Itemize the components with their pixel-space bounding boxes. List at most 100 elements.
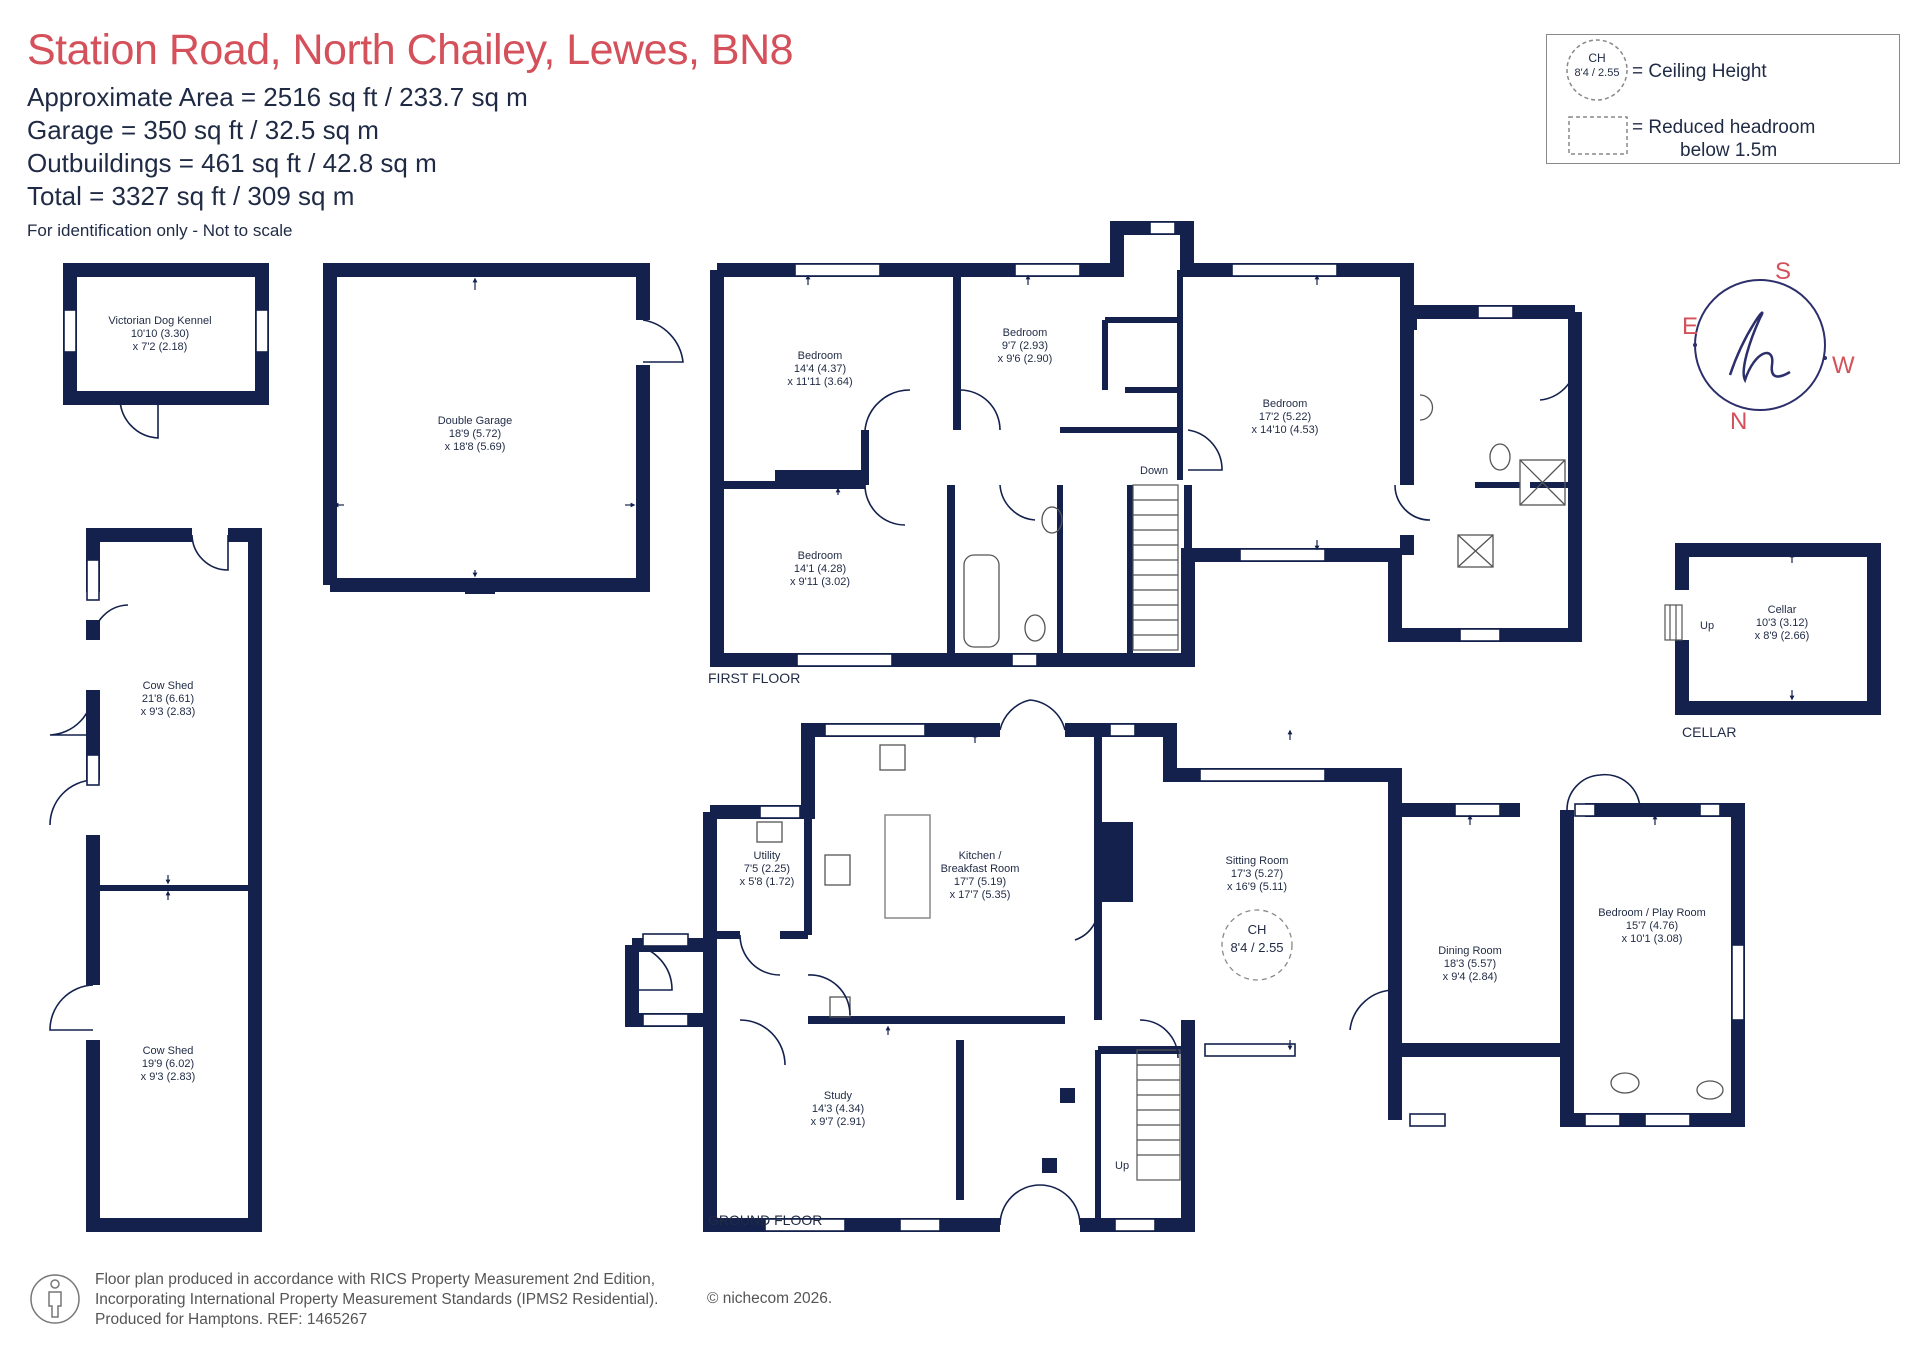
room-dim1: 9'7 (2.93) [1001,340,1049,352]
ceiling-height-bottom: 8'4 / 2.55 [1230,940,1284,955]
footer-line-1: Floor plan produced in accordance with R… [95,1271,656,1288]
room-name: Bedroom [1262,398,1308,410]
legend-ceiling-label: = Ceiling Height [1632,61,1767,82]
room-dim2: x 14'10 (4.53) [1251,424,1319,436]
room-dim2: x 9'6 (2.90) [997,353,1053,365]
stairs [1132,484,1683,1181]
stairs-down-label: Down [1140,465,1169,477]
room-dim1: 10'10 (3.30) [130,328,190,340]
room-dim1: 17'7 (5.19) [953,876,1007,888]
room-dim1: 10'3 (3.12) [1755,617,1809,629]
room-name: Utility [753,850,781,862]
room-name: Cow Shed [142,680,194,692]
page-title: Station Road, North Chailey, Lewes, BN8 [27,26,794,74]
room-dim2: x 10'1 (3.08) [1621,933,1683,945]
room-dim1: 17'3 (5.27) [1230,868,1284,880]
room-dim1: 19'9 (6.02) [141,1058,195,1070]
room-dim2: x 9'4 (2.84) [1442,971,1498,983]
cellar-walls [1675,543,1881,715]
footer-line-3: Produced for Hamptons. REF: 1465267 [95,1311,368,1328]
room-dim2: x 9'3 (2.83) [140,1071,196,1083]
room-dim1: 14'3 (4.34) [811,1103,865,1115]
scale-note: For identification only - Not to scale [27,221,293,240]
room-dim2: x 9'11 (3.02) [790,576,850,588]
compass-e: E [1682,313,1699,340]
room-dim1: 14'4 (4.37) [793,363,847,375]
room-name: Bedroom / Play Room [1598,907,1706,919]
footer-line-2: Incorporating International Property Mea… [95,1291,659,1308]
legend-ch-top: CH [1588,51,1606,65]
room-dim2: x 18'8 (5.69) [444,441,506,453]
room-dim1: 14'1 (4.28) [793,563,847,575]
room-name: Bedroom [1002,327,1048,339]
ceiling-height-top: CH [1247,922,1267,937]
ceiling-height-symbol [1566,39,1628,155]
room-dim2: x 16'9 (5.11) [1227,881,1287,893]
room-dim2: x 9'3 (2.83) [140,706,196,718]
room-name: Dining Room [1438,945,1502,957]
room-name: Study [823,1090,853,1102]
room-name: Cow Shed [142,1045,194,1057]
reduced-headroom-symbol [1568,116,1628,155]
total-area: Total = 3327 sq ft / 309 sq m [27,181,355,211]
accessibility-person-icon [30,1274,80,1324]
garage-area: Garage = 350 sq ft / 32.5 sq m [27,115,379,145]
stairs-up-label: Up [1115,1160,1130,1172]
room-name: Kitchen / [958,850,1002,862]
copyright: © nichecom 2026. [707,1290,833,1307]
bathroom-fittings [756,394,1724,1100]
room-dim2: x 9'7 (2.91) [810,1116,866,1128]
room-dim1: 18'3 (5.57) [1443,958,1497,970]
doors [49,319,1641,1226]
room-dim2: x 5'8 (1.72) [739,876,795,888]
compass-n: N [1730,408,1748,435]
outbuildings-area: Outbuildings = 461 sq ft / 42.8 sq m [27,148,437,178]
room-name: Victorian Dog Kennel [108,315,212,327]
legend-ch-bottom: 8'4 / 2.55 [1574,67,1620,79]
legend-reduced-label: = Reduced headroom [1632,117,1816,138]
footer-text: Floor plan produced in accordance with R… [95,1270,658,1330]
fireplace [1097,822,1133,902]
room-name: Double Garage [437,415,513,427]
windows [63,221,1745,1232]
compass-s: S [1775,258,1792,285]
compass-w: W [1832,352,1855,379]
room-dim1: 15'7 (4.76) [1625,920,1679,932]
room-dim2: x 8'9 (2.66) [1754,630,1810,642]
room-dim1: 18'9 (5.72) [448,428,502,440]
kitchen-island [884,814,931,919]
room-name: Bedroom [797,550,843,562]
room-name: Bedroom [797,350,843,362]
cowshed-walls [86,528,192,592]
ground-floor-label: GROUND FLOOR [708,1212,823,1228]
room-dim1: 17'2 (5.22) [1258,411,1312,423]
room-name: Sitting Room [1225,855,1289,867]
cellar-stairs-up-label: Up [1700,620,1715,632]
legend-reduced-sub: below 1.5m [1680,140,1778,161]
room-name: Cellar [1767,604,1797,616]
approx-area: Approximate Area = 2516 sq ft / 233.7 sq… [27,82,528,112]
compass [1693,279,1827,411]
room-dim2: x 17'7 (5.35) [949,889,1011,901]
room-dim2: x 7'2 (2.18) [132,341,188,353]
room-dim2: x 11'11 (3.64) [787,376,853,388]
cellar-floor-label: CELLAR [1682,724,1737,740]
garage-walls [323,263,650,585]
room-name2: Breakfast Room [940,863,1020,875]
first-floor-label: FIRST FLOOR [708,670,801,686]
